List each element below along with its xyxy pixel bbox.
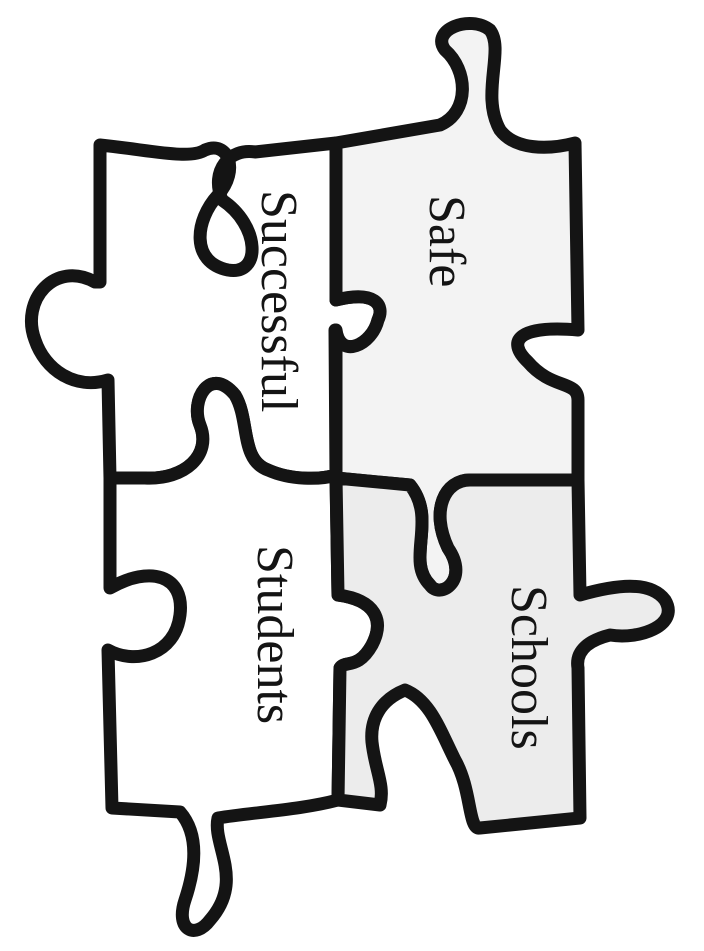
label-students: Students	[246, 545, 303, 724]
label-schools: Schools	[500, 585, 557, 750]
label-successful: Successful	[250, 190, 307, 412]
label-safe: Safe	[418, 195, 475, 287]
puzzle-piece-schools: Schools	[336, 478, 668, 828]
